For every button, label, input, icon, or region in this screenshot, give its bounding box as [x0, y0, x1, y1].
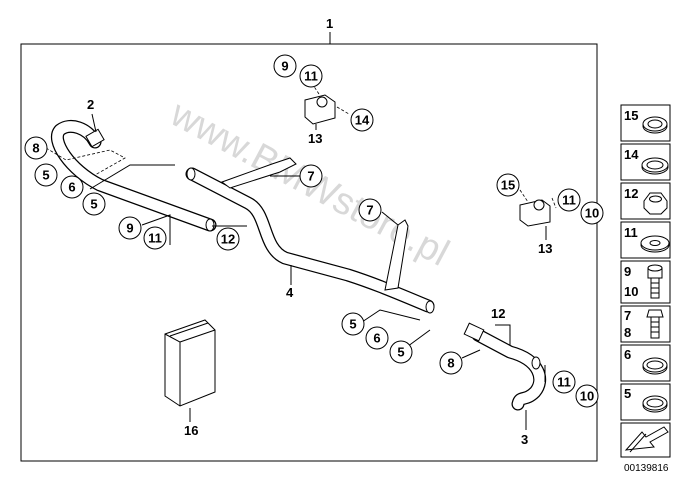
svg-text:6: 6: [624, 347, 631, 362]
svg-text:14: 14: [355, 113, 370, 128]
main-frame: [20, 43, 598, 462]
part-13a-label: 13: [308, 131, 322, 146]
callout-10a: 10: [580, 201, 604, 225]
callout-14a: 14: [350, 108, 374, 132]
sidebar-item-5: 5: [624, 386, 668, 413]
bracket-12b-label: 12: [491, 306, 505, 321]
svg-text:11: 11: [304, 69, 318, 84]
callout-5d: 5: [389, 340, 413, 364]
main-label: 1: [326, 16, 333, 31]
callout-8a: 8: [24, 136, 48, 160]
svg-text:5: 5: [42, 168, 49, 183]
arrow-icon: [624, 426, 669, 453]
sidebar-item-6: 6: [624, 347, 668, 375]
svg-text:8: 8: [624, 325, 631, 340]
svg-text:11: 11: [148, 231, 162, 246]
svg-text:14: 14: [624, 147, 639, 162]
svg-text:9: 9: [624, 264, 631, 279]
svg-text:8: 8: [447, 356, 454, 371]
part-3-label: 3: [521, 432, 528, 447]
svg-text:8: 8: [32, 141, 39, 156]
washer-icon: [641, 157, 669, 175]
svg-text:5: 5: [397, 345, 404, 360]
callout-9b: 9: [118, 216, 142, 240]
callout-11c: 11: [557, 188, 581, 212]
callout-10b: 10: [575, 384, 599, 408]
bracket-lower: [384, 219, 409, 291]
svg-text:12: 12: [221, 232, 235, 247]
clamp-right: [519, 199, 551, 227]
sidebar-item-7-8: 7 8: [624, 308, 664, 340]
svg-text:15: 15: [624, 108, 638, 123]
svg-text:10: 10: [580, 389, 594, 404]
flat-washer-icon: [640, 235, 670, 253]
svg-text:5: 5: [349, 317, 356, 332]
sidebar-item-arrow: [624, 426, 669, 453]
callout-7a: 7: [299, 164, 323, 188]
callout-12a: 12: [216, 227, 240, 251]
svg-text:5: 5: [624, 386, 631, 401]
bracket-upper: [220, 157, 297, 189]
svg-text:12: 12: [624, 186, 638, 201]
part-4-label: 4: [286, 285, 294, 300]
ring-icon: [642, 357, 668, 375]
svg-text:7: 7: [624, 308, 631, 323]
callout-8b: 8: [439, 351, 463, 375]
svg-text:7: 7: [307, 169, 314, 184]
main-tube: [185, 167, 435, 314]
ring-icon: [642, 395, 668, 413]
callout-5c: 5: [341, 312, 365, 336]
svg-text:6: 6: [373, 331, 380, 346]
ring-icon: [642, 116, 668, 134]
callout-15a: 15: [496, 173, 520, 197]
document-id: 00139816: [624, 463, 669, 474]
socket-screw-icon: [647, 264, 663, 299]
svg-text:10: 10: [585, 206, 599, 221]
svg-text:11: 11: [562, 193, 576, 208]
hex-bolt-icon: [646, 309, 664, 339]
manual-book: [164, 319, 216, 407]
callout-9a: 9: [273, 54, 297, 78]
callout-5b: 5: [82, 192, 106, 216]
svg-text:7: 7: [366, 203, 373, 218]
callout-5a: 5: [34, 163, 58, 187]
sidebar-item-12: 12: [624, 186, 668, 215]
callout-11d: 11: [552, 370, 576, 394]
svg-text:10: 10: [624, 284, 638, 299]
right-tube: [463, 322, 547, 411]
callout-6b: 6: [365, 326, 389, 350]
svg-text:9: 9: [281, 59, 288, 74]
svg-text:15: 15: [501, 178, 515, 193]
part-16-label: 16: [184, 423, 198, 438]
callout-11b: 11: [143, 226, 167, 250]
clamp-top: [304, 94, 336, 125]
sidebar-item-14: 14: [624, 147, 669, 175]
svg-text:6: 6: [68, 180, 75, 195]
svg-text:11: 11: [557, 375, 571, 390]
hex-nut-icon: [643, 192, 668, 215]
sidebar-item-15: 15: [624, 108, 668, 134]
sidebar-item-11: 11: [624, 225, 670, 253]
svg-text:5: 5: [90, 197, 97, 212]
svg-text:9: 9: [126, 221, 133, 236]
callout-6a: 6: [60, 175, 84, 199]
part-13b-label: 13: [538, 241, 552, 256]
callout-7b: 7: [358, 198, 382, 222]
left-tube: [50, 120, 217, 232]
part-2-label: 2: [87, 97, 94, 112]
svg-text:11: 11: [624, 225, 638, 240]
callout-11a: 11: [299, 64, 323, 88]
sidebar-item-9-10: 9 10: [624, 264, 663, 299]
